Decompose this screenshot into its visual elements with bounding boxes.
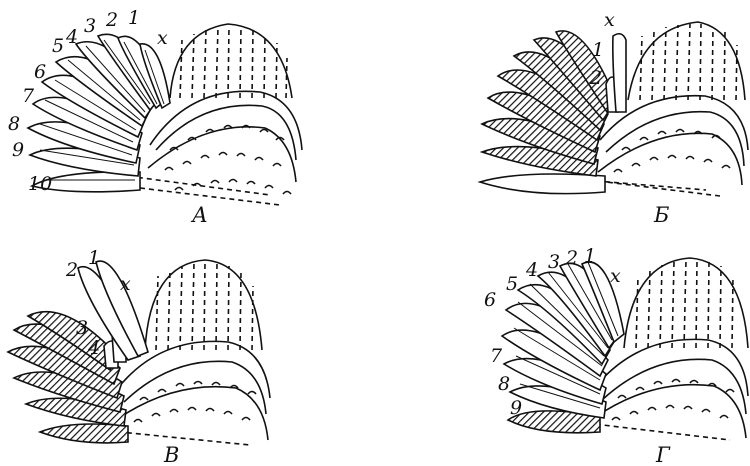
panel-b-label-2: 2 [589,67,602,89]
panel-b-label-1: 1 [592,39,604,61]
panel-b-caption: Б [653,203,669,227]
panel-a-label-2: 2 [105,9,118,31]
panel-a-secondaries [170,24,292,98]
panel-a-label-1: 1 [128,7,140,29]
panel-v-axial-label: х [120,273,131,295]
panel-g-label-6: 6 [484,289,496,311]
panel-a-label-3: 3 [84,15,96,37]
panel-a-axial-label: х [157,27,168,49]
panel-v: 1 2 3 4 х В [8,247,270,466]
panel-a-label-10: 10 [28,173,52,195]
panel-g-label-5: 5 [506,273,518,295]
panel-g-label-2: 2 [565,247,578,269]
panel-b-new-primaries [606,34,626,112]
panel-g-label-1: 1 [584,245,596,267]
panel-g-secondaries [624,258,748,348]
panel-g: 1 2 3 4 5 6 7 8 9 х Г [484,245,748,466]
panel-a-label-4: 4 [65,26,78,48]
panel-v-label-1: 1 [88,247,100,269]
panel-b-secondaries [628,22,745,100]
panel-b-axial-label: х [604,9,615,31]
panel-a: 1 2 3 4 5 6 7 8 9 10 х А [8,7,302,227]
panel-v-label-3: 3 [76,317,88,339]
panel-a-label-6: 6 [34,61,46,83]
panel-a-label-5: 5 [52,35,64,57]
panel-g-label-7: 7 [490,345,503,367]
panel-g-label-3: 3 [548,251,560,273]
panel-v-caption: В [163,443,179,466]
panel-a-label-7: 7 [22,85,35,107]
panel-v-label-2: 2 [65,259,78,281]
panel-a-label-9: 9 [12,139,24,161]
panel-g-label-8: 8 [498,373,510,395]
panel-g-axial-label: х [610,265,621,287]
panel-b: 1 2 х Б [480,9,748,227]
panel-g-caption: Г [655,443,671,466]
panel-g-label-4: 4 [525,259,538,281]
panel-g-label-9: 9 [510,397,522,419]
panel-a-label-8: 8 [8,113,20,135]
panel-v-label-4: 4 [87,337,100,359]
panel-v-secondaries [145,260,262,350]
panel-a-caption: А [190,203,208,227]
